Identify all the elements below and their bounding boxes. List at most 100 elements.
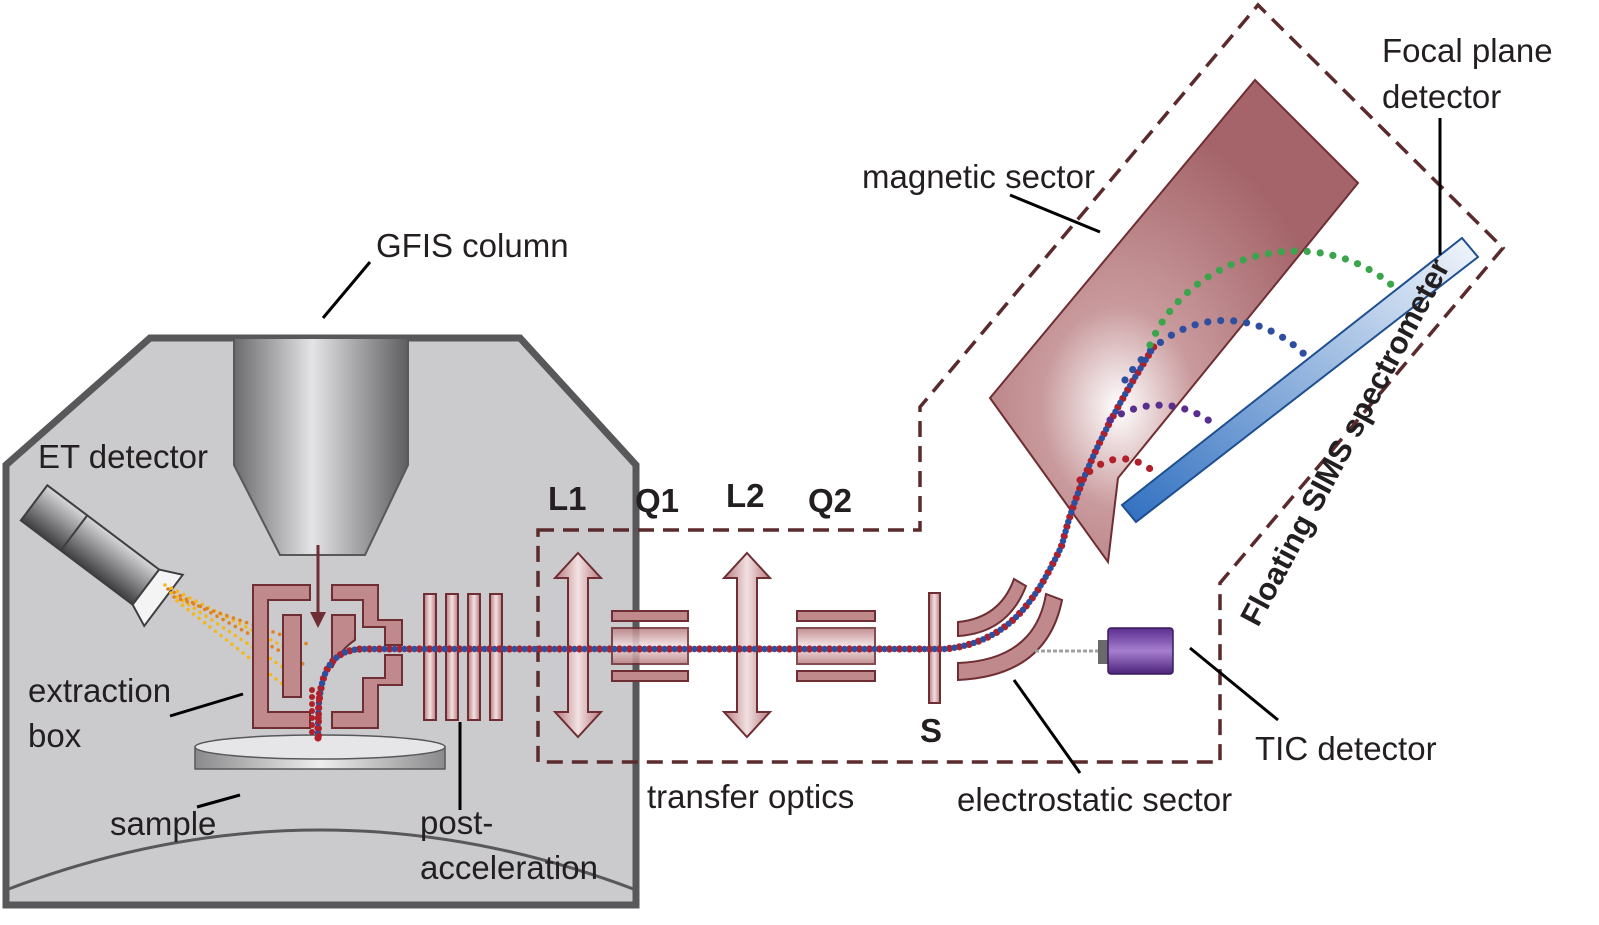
beam-dot-green (1146, 341, 1154, 349)
beam-dot-purple (1168, 402, 1176, 410)
beam-dot-purple (1193, 410, 1201, 418)
beam-dot-green (1365, 265, 1373, 274)
post-acceleration-label: post- (420, 804, 493, 841)
chamber-floor-arc (5, 828, 637, 892)
beam-dot-red (1109, 456, 1117, 464)
beam-dot-red (725, 645, 734, 653)
secondary-electron-dot (213, 629, 218, 634)
beam-dot-blue (1137, 365, 1144, 372)
beam-dot-purple (1181, 405, 1189, 413)
beam-dot-blue (1167, 331, 1175, 339)
secondary-electron-dot (178, 594, 182, 598)
beam-dot-blue (461, 645, 468, 653)
beam-dot-red (615, 645, 624, 653)
secondary-electron-dot (231, 616, 236, 620)
floating-sims-label: Floating SIMS spectrometer (1233, 253, 1456, 631)
beam-dot-blue (1230, 317, 1238, 325)
beam-dot-red (495, 645, 504, 653)
secondary-electron-dot (245, 631, 250, 635)
beam-dot-red (435, 645, 444, 653)
beam-dot-red (795, 645, 804, 653)
beam-dot-red (905, 645, 914, 653)
secondary-electron-dot (180, 603, 185, 608)
secondary-electron-dot (198, 604, 203, 609)
beam-dot-green (1329, 251, 1337, 259)
beam-dot-blue (1065, 518, 1072, 525)
secondary-electron-dot (276, 648, 281, 652)
ion-beam-dots (309, 247, 1395, 742)
impact-dot (309, 708, 315, 714)
extraction-leader-line (169, 692, 244, 718)
beam-dot-red (1076, 476, 1084, 484)
beam-dot-blue (611, 645, 618, 653)
secondary-electron-dot (268, 638, 273, 642)
beam-dot-blue (1179, 325, 1187, 333)
secondary-electron-dot (191, 612, 196, 616)
beam-dot-blue (841, 645, 848, 653)
secondary-electron-dot (230, 642, 234, 647)
beam-dot-blue (551, 645, 558, 653)
beam-dot-blue (361, 645, 368, 653)
beam-dot-blue (741, 645, 748, 653)
beam-dot-blue (321, 670, 329, 677)
beam-dot-red (585, 645, 594, 653)
beam-dot-blue (881, 645, 888, 653)
secondary-electron-dot (304, 641, 308, 646)
beam-dot-purple (1106, 416, 1114, 424)
secondary-electron-dot (245, 641, 249, 645)
beam-dot-red (705, 645, 714, 653)
beam-dot-red (875, 645, 884, 653)
beam-dot-red (765, 645, 774, 653)
beam-dot-blue (1074, 490, 1082, 497)
beam-dot-green (1152, 329, 1160, 337)
secondary-electron-dot (186, 607, 190, 612)
beam-dot-blue (731, 645, 738, 653)
beam-dot-green (1215, 266, 1223, 274)
lens-l2-label: L2 (726, 477, 765, 514)
beam-dot-blue (941, 645, 948, 653)
beam-dot-blue (431, 645, 438, 653)
secondary-electron-dot (275, 641, 279, 645)
secondary-electron-dot (221, 617, 225, 622)
beam-dot-red (475, 645, 484, 653)
beam-dot-blue (631, 645, 638, 653)
gfis-column (233, 337, 409, 556)
beam-dot-red (895, 645, 904, 653)
beam-dot-green (1227, 261, 1235, 269)
beam-dot-red (575, 645, 584, 653)
beam-dot-red (825, 645, 834, 653)
focal-plane-label: Focal plane (1382, 32, 1553, 69)
et-detector (19, 483, 185, 628)
beam-dot-red (835, 645, 844, 653)
beam-dot-blue (1112, 408, 1119, 415)
electrostatic-sector (957, 577, 1064, 682)
beam-dot-red (855, 645, 864, 653)
beam-dot-blue (1051, 556, 1059, 563)
beam-dot-blue (970, 639, 977, 647)
secondary-electron-dot (192, 606, 197, 611)
beam-dot-blue (1217, 317, 1225, 325)
beam-dot-blue (441, 645, 448, 653)
beam-dot-blue (661, 645, 668, 653)
beam-dot-blue (351, 646, 358, 653)
beam-dot-red (545, 645, 554, 653)
beam-dot-blue (1137, 356, 1145, 364)
secondary-electron-dot (233, 624, 238, 629)
beam-dot-red (1146, 464, 1154, 473)
beam-dot-blue (1086, 462, 1093, 469)
beam-dot-red (535, 645, 544, 653)
beam-dot-purple (1142, 402, 1150, 410)
secondary-electron-dot (277, 632, 282, 637)
tic-detector-label: TIC detector (1255, 730, 1437, 767)
beam-dot-blue (721, 645, 728, 653)
beam-dot-red (425, 645, 434, 653)
beam-dot-green (1166, 307, 1174, 316)
beam-dot-blue (541, 645, 548, 653)
secondary-electron-dot (274, 677, 278, 681)
secondary-electron-dot (202, 620, 207, 625)
secondary-electron-dot (178, 597, 183, 602)
beam-dot-red (675, 645, 684, 653)
beam-dot-blue (1243, 319, 1251, 327)
beam-dot-blue (1047, 564, 1054, 572)
beam-dot-red (745, 645, 754, 653)
